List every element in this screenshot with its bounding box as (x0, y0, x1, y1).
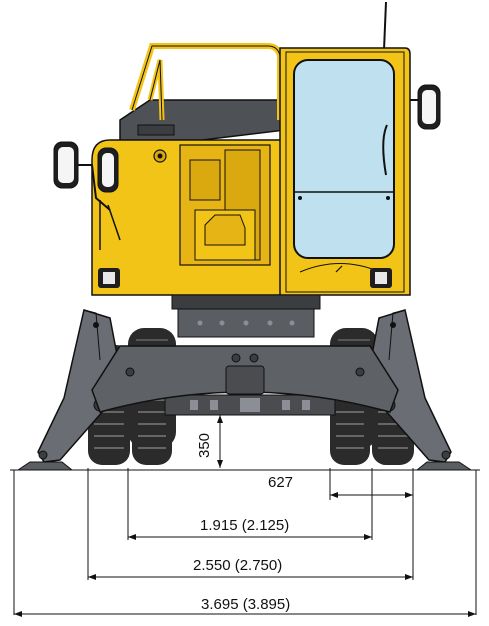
dimension-arrows (14, 415, 476, 617)
right-outrigger-pad (415, 461, 473, 471)
dim-label-627: 627 (268, 474, 294, 491)
dimension-lines (13, 414, 477, 615)
antenna (383, 1, 387, 51)
cabin-window (293, 59, 395, 259)
dim-label-350: 350 (196, 432, 213, 458)
hose (99, 200, 121, 250)
dim-label-1915: 1.915 (2.125) (200, 517, 290, 534)
dim-label-3695: 3.695 (3.895) (201, 596, 291, 613)
wiper (382, 124, 388, 176)
left-outrigger-leg (37, 309, 119, 463)
right-outrigger-leg (370, 309, 452, 463)
dim-label-2550: 2.550 (2.750) (193, 557, 283, 574)
swing-bearing (171, 294, 321, 310)
left-outrigger-pad (16, 461, 74, 471)
